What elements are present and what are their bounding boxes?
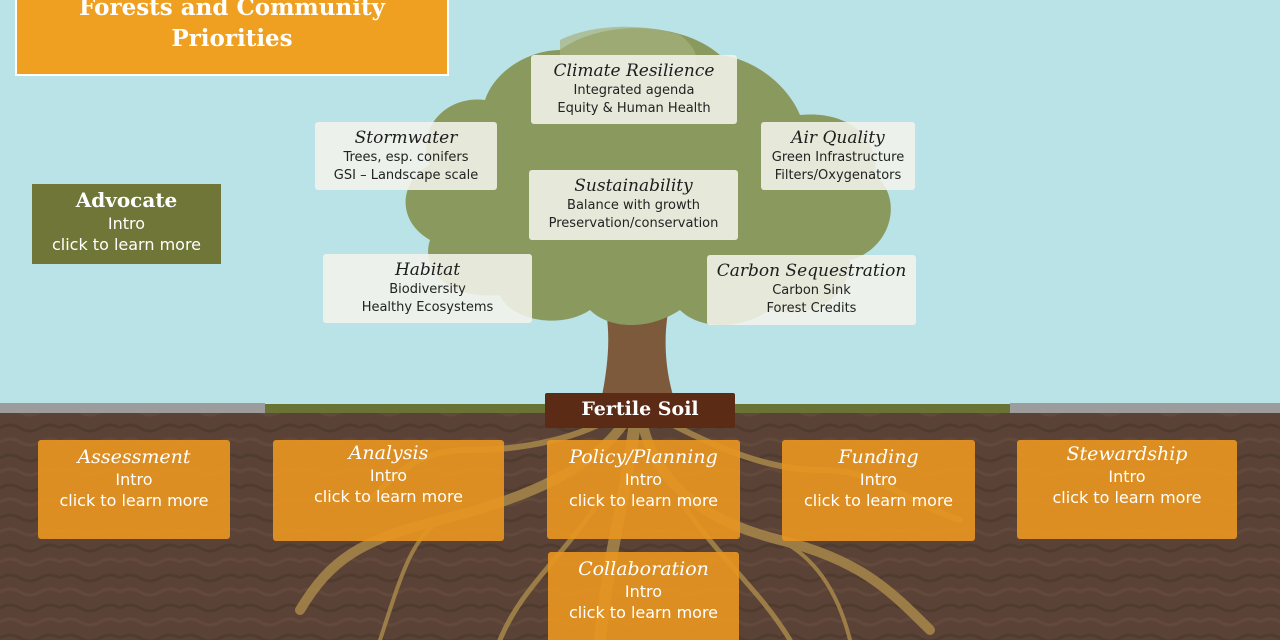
card-intro: Intro: [624, 470, 663, 489]
card-heading: Collaboration: [578, 558, 709, 580]
card-link-text: click to learn more: [568, 603, 719, 622]
advocate-heading: Advocate: [75, 188, 178, 212]
leaf-heading: Climate Resilience: [553, 61, 715, 81]
card-intro: Intro: [369, 466, 408, 485]
fertile-soil-label: Fertile Soil: [545, 393, 735, 428]
card-intro: Intro: [1108, 467, 1146, 486]
funding-button[interactable]: Funding Intro click to learn more: [782, 440, 975, 541]
card-heading: Analysis: [348, 442, 429, 464]
leaf-heading: Stormwater: [354, 128, 458, 148]
leaf-habitat: Habitat Biodiversity Healthy Ecosystems: [323, 254, 532, 323]
leaf-line: Filters/Oxygenators: [774, 168, 902, 183]
policy-planning-button[interactable]: Policy/Planning Intro click to learn mor…: [547, 440, 740, 539]
leaf-line: Green Infrastructure: [771, 150, 905, 165]
card-intro: Intro: [624, 582, 663, 601]
card-intro: Intro: [859, 470, 898, 489]
leaf-line: Forest Credits: [766, 301, 857, 316]
leaf-carbon-sequestration: Carbon Sequestration Carbon Sink Forest …: [707, 255, 916, 325]
leaf-line: Trees, esp. conifers: [343, 150, 469, 165]
leaf-heading: Sustainability: [574, 176, 693, 196]
ground-edge-right: [1010, 403, 1280, 413]
card-heading: Assessment: [77, 446, 191, 468]
page-title: Forests and Community Priorities: [15, 0, 449, 76]
assessment-button[interactable]: Assessment Intro click to learn more: [38, 440, 230, 539]
collaboration-button[interactable]: Collaboration Intro click to learn more: [548, 552, 739, 640]
leaf-climate-resilience: Climate Resilience Integrated agenda Equ…: [531, 55, 737, 124]
card-heading: Funding: [838, 446, 919, 468]
leaf-heading: Carbon Sequestration: [716, 261, 907, 281]
leaf-line: Healthy Ecosystems: [361, 300, 494, 315]
title-line-1: Forests and Community: [79, 0, 385, 21]
card-link-text: click to learn more: [1052, 488, 1202, 507]
leaf-line: Balance with growth: [567, 198, 700, 213]
ground-edge-left: [0, 403, 265, 413]
leaf-line: Carbon Sink: [772, 283, 851, 298]
leaf-heading: Habitat: [394, 260, 461, 280]
advocate-link-text: click to learn more: [51, 235, 202, 254]
card-heading: Policy/Planning: [569, 446, 718, 468]
stewardship-button[interactable]: Stewardship Intro click to learn more: [1017, 440, 1237, 539]
leaf-line: Preservation/conservation: [548, 216, 719, 231]
leaf-line: Integrated agenda: [573, 83, 695, 98]
leaf-air-quality: Air Quality Green Infrastructure Filters…: [761, 122, 915, 190]
leaf-sustainability: Sustainability Balance with growth Prese…: [529, 170, 738, 240]
leaf-line: Equity & Human Health: [557, 101, 711, 116]
card-link-text: click to learn more: [568, 491, 719, 510]
leaf-line: Biodiversity: [389, 282, 466, 297]
analysis-button[interactable]: Analysis Intro click to learn more: [273, 440, 504, 541]
card-link-text: click to learn more: [803, 491, 954, 510]
title-line-2: Priorities: [171, 25, 293, 52]
leaf-heading: Air Quality: [791, 128, 885, 148]
leaf-stormwater: Stormwater Trees, esp. conifers GSI – La…: [315, 122, 497, 190]
advocate-button[interactable]: Advocate Intro click to learn more: [32, 184, 221, 264]
leaf-line: GSI – Landscape scale: [333, 168, 479, 183]
card-heading: Stewardship: [1066, 443, 1188, 465]
advocate-intro: Intro: [107, 214, 146, 233]
card-intro: Intro: [115, 470, 153, 489]
card-link-text: click to learn more: [313, 487, 464, 506]
card-link-text: click to learn more: [59, 491, 209, 510]
